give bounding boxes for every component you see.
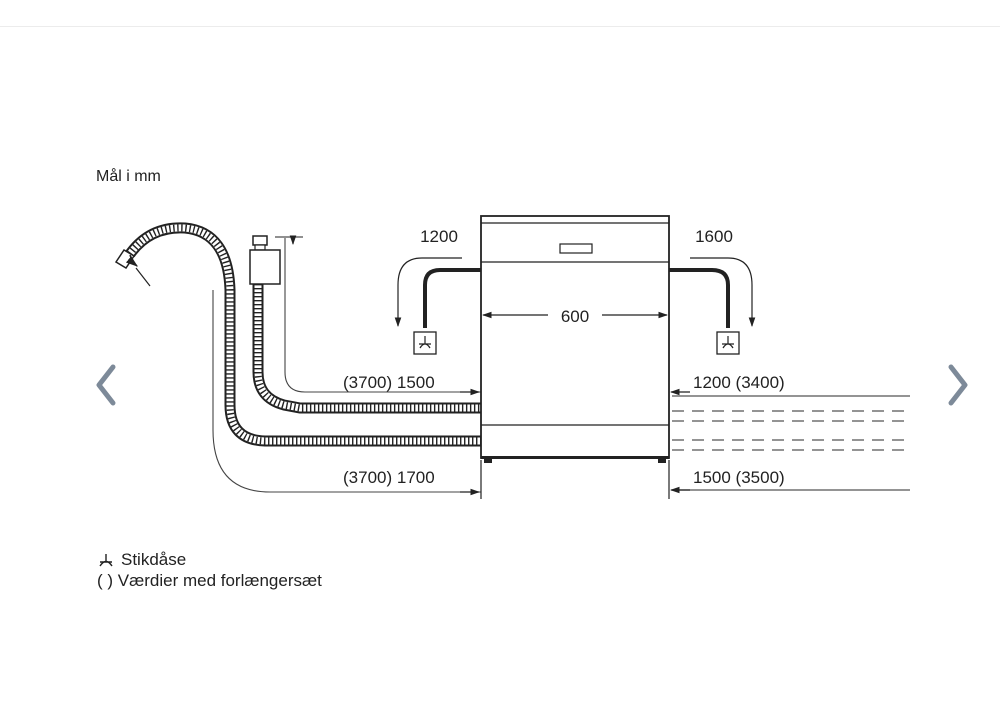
left-socket-icon: [413, 331, 437, 355]
left-upper-hose-label: (3700) 1500: [343, 373, 435, 392]
width-label: 600: [561, 307, 589, 326]
right-cable-label: 1600: [695, 227, 733, 246]
units-label: Mål i mm: [96, 167, 161, 185]
legend: Stikdåse ( ) Værdier med forlængersæt: [97, 549, 322, 591]
legend-extension-text: ( ) Værdier med forlængersæt: [97, 571, 322, 590]
length-arrows: [460, 388, 690, 496]
left-lower-hose-label: (3700) 1700: [343, 468, 435, 487]
right-power-cable: [669, 257, 756, 328]
right-socket-icon: [716, 331, 740, 355]
drain-hose-hook: [114, 248, 151, 287]
upper-length-guide-left: [284, 238, 481, 393]
right-upper-hose-label: 1200 (3400): [693, 373, 785, 392]
chevron-right-icon: [948, 364, 968, 406]
aquastop-valve: [249, 235, 303, 285]
socket-symbol-icon: [99, 553, 113, 566]
dishwasher-body: [480, 215, 670, 463]
left-power-cable: [394, 257, 481, 328]
right-lower-hose-label: 1500 (3500): [693, 468, 785, 487]
previous-image-button[interactable]: [86, 355, 126, 415]
drain-hose: [125, 222, 481, 447]
left-cable-label: 1200: [420, 227, 458, 246]
chevron-left-icon: [96, 364, 116, 406]
top-divider: [0, 26, 1000, 27]
next-image-button[interactable]: [938, 355, 978, 415]
water-inlet-hose: [252, 272, 481, 414]
legend-socket-row: Stikdåse: [97, 549, 322, 570]
legend-socket-text: Stikdåse: [121, 550, 187, 569]
right-hose-extensions: [672, 395, 910, 491]
lower-length-guide-left: [212, 290, 481, 493]
